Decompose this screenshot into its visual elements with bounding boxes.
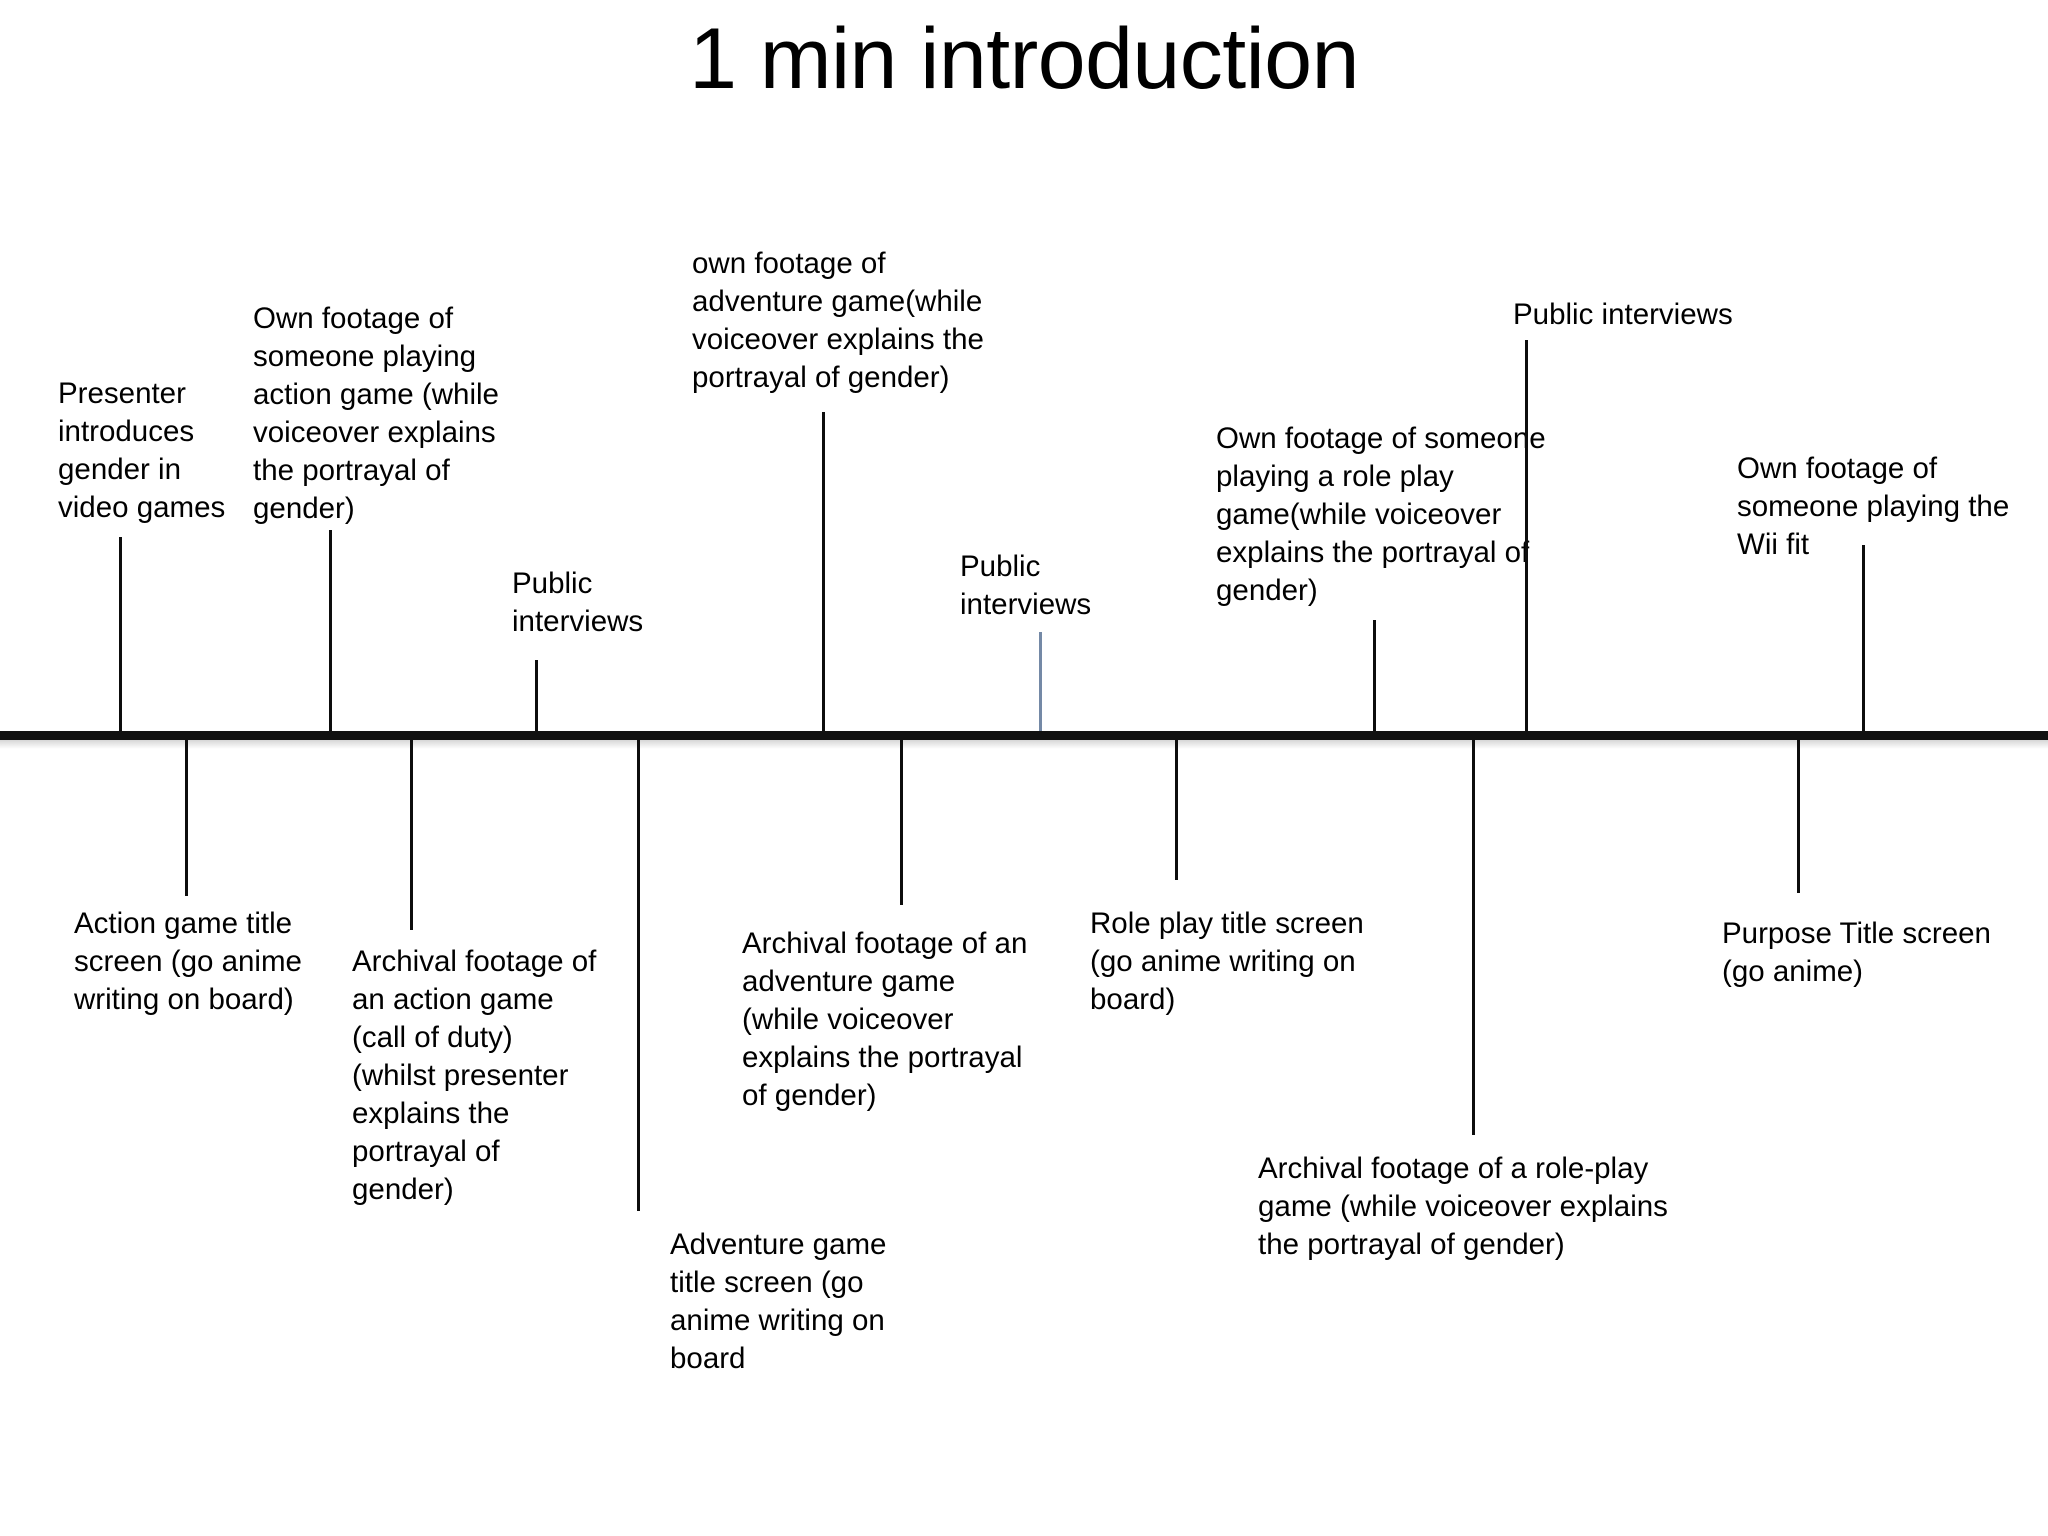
connector-line-public-interviews-2 — [1039, 632, 1042, 731]
timeline-label-public-interviews-1: Public interviews — [512, 567, 644, 638]
timeline-label-role-play-title-screen: Role play title screen (go anime writing… — [1090, 907, 1364, 1016]
connector-line-archival-footage-action-game — [410, 740, 413, 930]
timeline-label-adventure-game-title-screen: Adventure game title screen (go anime wr… — [670, 1228, 887, 1375]
timeline-label-own-footage-role-play-game: Own footage of someone playing a role pl… — [1216, 422, 1546, 607]
connector-line-own-footage-adventure-game — [822, 412, 825, 731]
connector-line-own-footage-action-game — [329, 530, 332, 731]
page-title: 1 min introduction — [689, 11, 1359, 107]
timeline-axis — [0, 731, 2048, 740]
timeline-label-own-footage-action-game: Own footage of someone playing action ga… — [253, 302, 499, 525]
connector-line-public-interviews-3 — [1525, 340, 1528, 731]
connector-line-archival-footage-adventure-game — [900, 740, 903, 905]
connector-line-archival-footage-role-play-game — [1472, 740, 1475, 1135]
timeline-label-archival-footage-role-play-game: Archival footage of a role-play game (wh… — [1258, 1152, 1668, 1261]
timeline-label-archival-footage-adventure-game: Archival footage of an adventure game (w… — [742, 927, 1028, 1112]
connector-line-purpose-title-screen — [1797, 740, 1800, 893]
timeline-label-public-interviews-3: Public interviews — [1513, 298, 1733, 331]
connector-line-adventure-game-title-screen — [637, 740, 640, 1211]
timeline-label-purpose-title-screen: Purpose Title screen (go anime) — [1722, 917, 1991, 988]
connector-line-action-game-title-screen — [185, 740, 188, 896]
timeline-label-own-footage-adventure-game: own footage of adventure game(while voic… — [692, 247, 984, 394]
connector-line-public-interviews-1 — [535, 660, 538, 731]
connector-line-presenter-introduces-gender — [119, 537, 122, 731]
connector-line-role-play-title-screen — [1175, 740, 1178, 880]
connector-line-own-footage-role-play-game — [1373, 620, 1376, 731]
timeline-label-action-game-title-screen: Action game title screen (go anime writi… — [74, 907, 302, 1016]
timeline-label-archival-footage-action-game: Archival footage of an action game (call… — [352, 945, 597, 1206]
timeline-axis-shadow — [0, 740, 2048, 749]
connector-line-own-footage-wii-fit — [1862, 545, 1865, 731]
timeline-label-presenter-introduces-gender: Presenter introduces gender in video gam… — [58, 377, 226, 524]
timeline-label-own-footage-wii-fit: Own footage of someone playing the Wii f… — [1737, 452, 2010, 561]
timeline-label-public-interviews-2: Public interviews — [960, 550, 1092, 621]
